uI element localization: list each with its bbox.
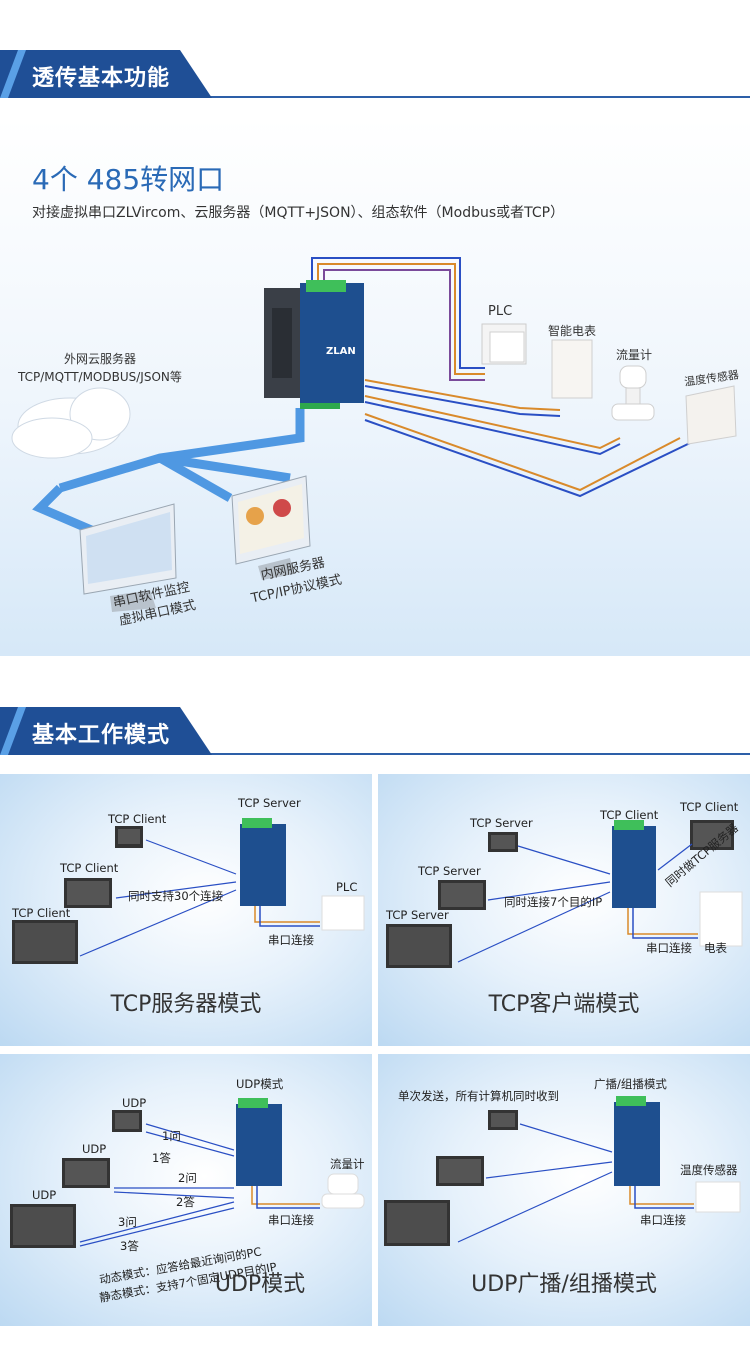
mode-title: UDP模式: [214, 1272, 306, 1297]
label-udp-2: UDP: [82, 1142, 107, 1156]
label-udp-1: UDP: [122, 1096, 147, 1110]
label-a1: 1答: [152, 1151, 171, 1165]
header-rule: [0, 753, 750, 755]
cloud-label-2: TCP/MQTT/MODBUS/JSON等: [18, 370, 182, 384]
label-end-device: PLC: [336, 880, 358, 894]
header-banner: [0, 50, 212, 98]
label-end-device: 温度传感器: [680, 1163, 738, 1177]
header-rule: [0, 96, 750, 98]
section-title: 透传基本功能: [32, 66, 171, 91]
flow-label: 流量计: [616, 348, 653, 362]
label-client-2: TCP Client: [60, 861, 119, 875]
cloud-illustration: [11, 387, 131, 459]
label-serial: 串口连接: [640, 1213, 686, 1227]
label-device: 广播/组播模式: [594, 1077, 667, 1091]
label-note: 单次发送，所有计算机同时收到: [398, 1089, 559, 1103]
mode-title: UDP广播/组播模式: [471, 1272, 657, 1297]
zlan-device-illustration: [264, 280, 364, 409]
label-a3: 3答: [120, 1239, 139, 1253]
section-header-transparent: 透传基本功能: [0, 50, 750, 102]
label-client-1: TCP Client: [108, 812, 167, 826]
label-device: UDP模式: [236, 1077, 284, 1091]
hero-subtitle: 对接虚拟串口ZLVircom、云服务器（MQTT+JSON）、组态软件（Modb…: [32, 205, 565, 221]
label-q2: 2问: [178, 1171, 197, 1185]
label-serial: 串口连接: [268, 1213, 314, 1227]
mode-title: TCP客户端模式: [488, 992, 640, 1017]
label-q3: 3问: [118, 1215, 137, 1229]
label-a2: 2答: [176, 1195, 195, 1209]
section-header-modes: 基本工作模式: [0, 707, 750, 759]
label-server-1: TCP Server: [470, 816, 533, 830]
hero-diagram: 4个 485转网口 对接虚拟串口ZLVircom、云服务器（MQTT+JSON）…: [0, 118, 750, 656]
plc-illustration: [481, 323, 527, 365]
pc-left-illustration: [79, 503, 177, 612]
label-device: TCP Client: [600, 808, 659, 822]
hero-illustration: [11, 257, 737, 612]
device-brand: ZLAN: [326, 346, 356, 357]
mode-title: TCP服务器模式: [110, 992, 262, 1017]
udp-broadcast-diagram: [384, 1096, 741, 1246]
meter-illustration: [551, 339, 593, 399]
panel-udp: UDP模式 UDP UDP UDP 1问 1答 2问 2答 3问 3答 动态模式…: [0, 1054, 372, 1326]
serial-wires: [311, 257, 691, 498]
label-client-3: TCP Client: [12, 906, 71, 920]
hero-title: 4个 485转网口: [32, 163, 225, 196]
label-side-device: TCP Client: [680, 800, 739, 814]
plc-label: PLC: [488, 304, 513, 319]
label-udp-3: UDP: [32, 1188, 57, 1202]
label-serial: 串口连接: [646, 941, 692, 955]
temp-sensor-illustration: [685, 385, 737, 445]
tcp-client-diagram: [386, 820, 743, 968]
panel-tcp-client: TCP Client TCP Server TCP Server TCP Ser…: [378, 774, 750, 1046]
udp-diagram: [10, 1098, 365, 1248]
meter-label: 智能电表: [548, 324, 597, 338]
panel-tcp-server: TCP Server TCP Client TCP Client TCP Cli…: [0, 774, 372, 1046]
label-end-device: 电表: [704, 941, 727, 955]
label-serial: 串口连接: [268, 933, 314, 947]
pc-right-illustration: [231, 475, 311, 580]
label-end-device: 流量计: [330, 1157, 365, 1171]
label-device: TCP Server: [238, 796, 301, 810]
flowmeter-illustration: [611, 365, 655, 421]
tcp-server-diagram: [12, 818, 365, 964]
label-server-2: TCP Server: [418, 864, 481, 878]
label-note: 同时连接7个目的IP: [504, 895, 603, 909]
label-server-3: TCP Server: [386, 908, 449, 922]
cloud-label-1: 外网云服务器: [64, 352, 137, 366]
label-note: 同时支持30个连接: [128, 889, 224, 903]
section-title: 基本工作模式: [32, 723, 171, 748]
label-q1: 1问: [162, 1129, 181, 1143]
panel-udp-broadcast: 广播/组播模式 单次发送，所有计算机同时收到 串口连接 温度传感器 UDP广播/…: [378, 1054, 750, 1326]
header-banner: [0, 707, 212, 755]
